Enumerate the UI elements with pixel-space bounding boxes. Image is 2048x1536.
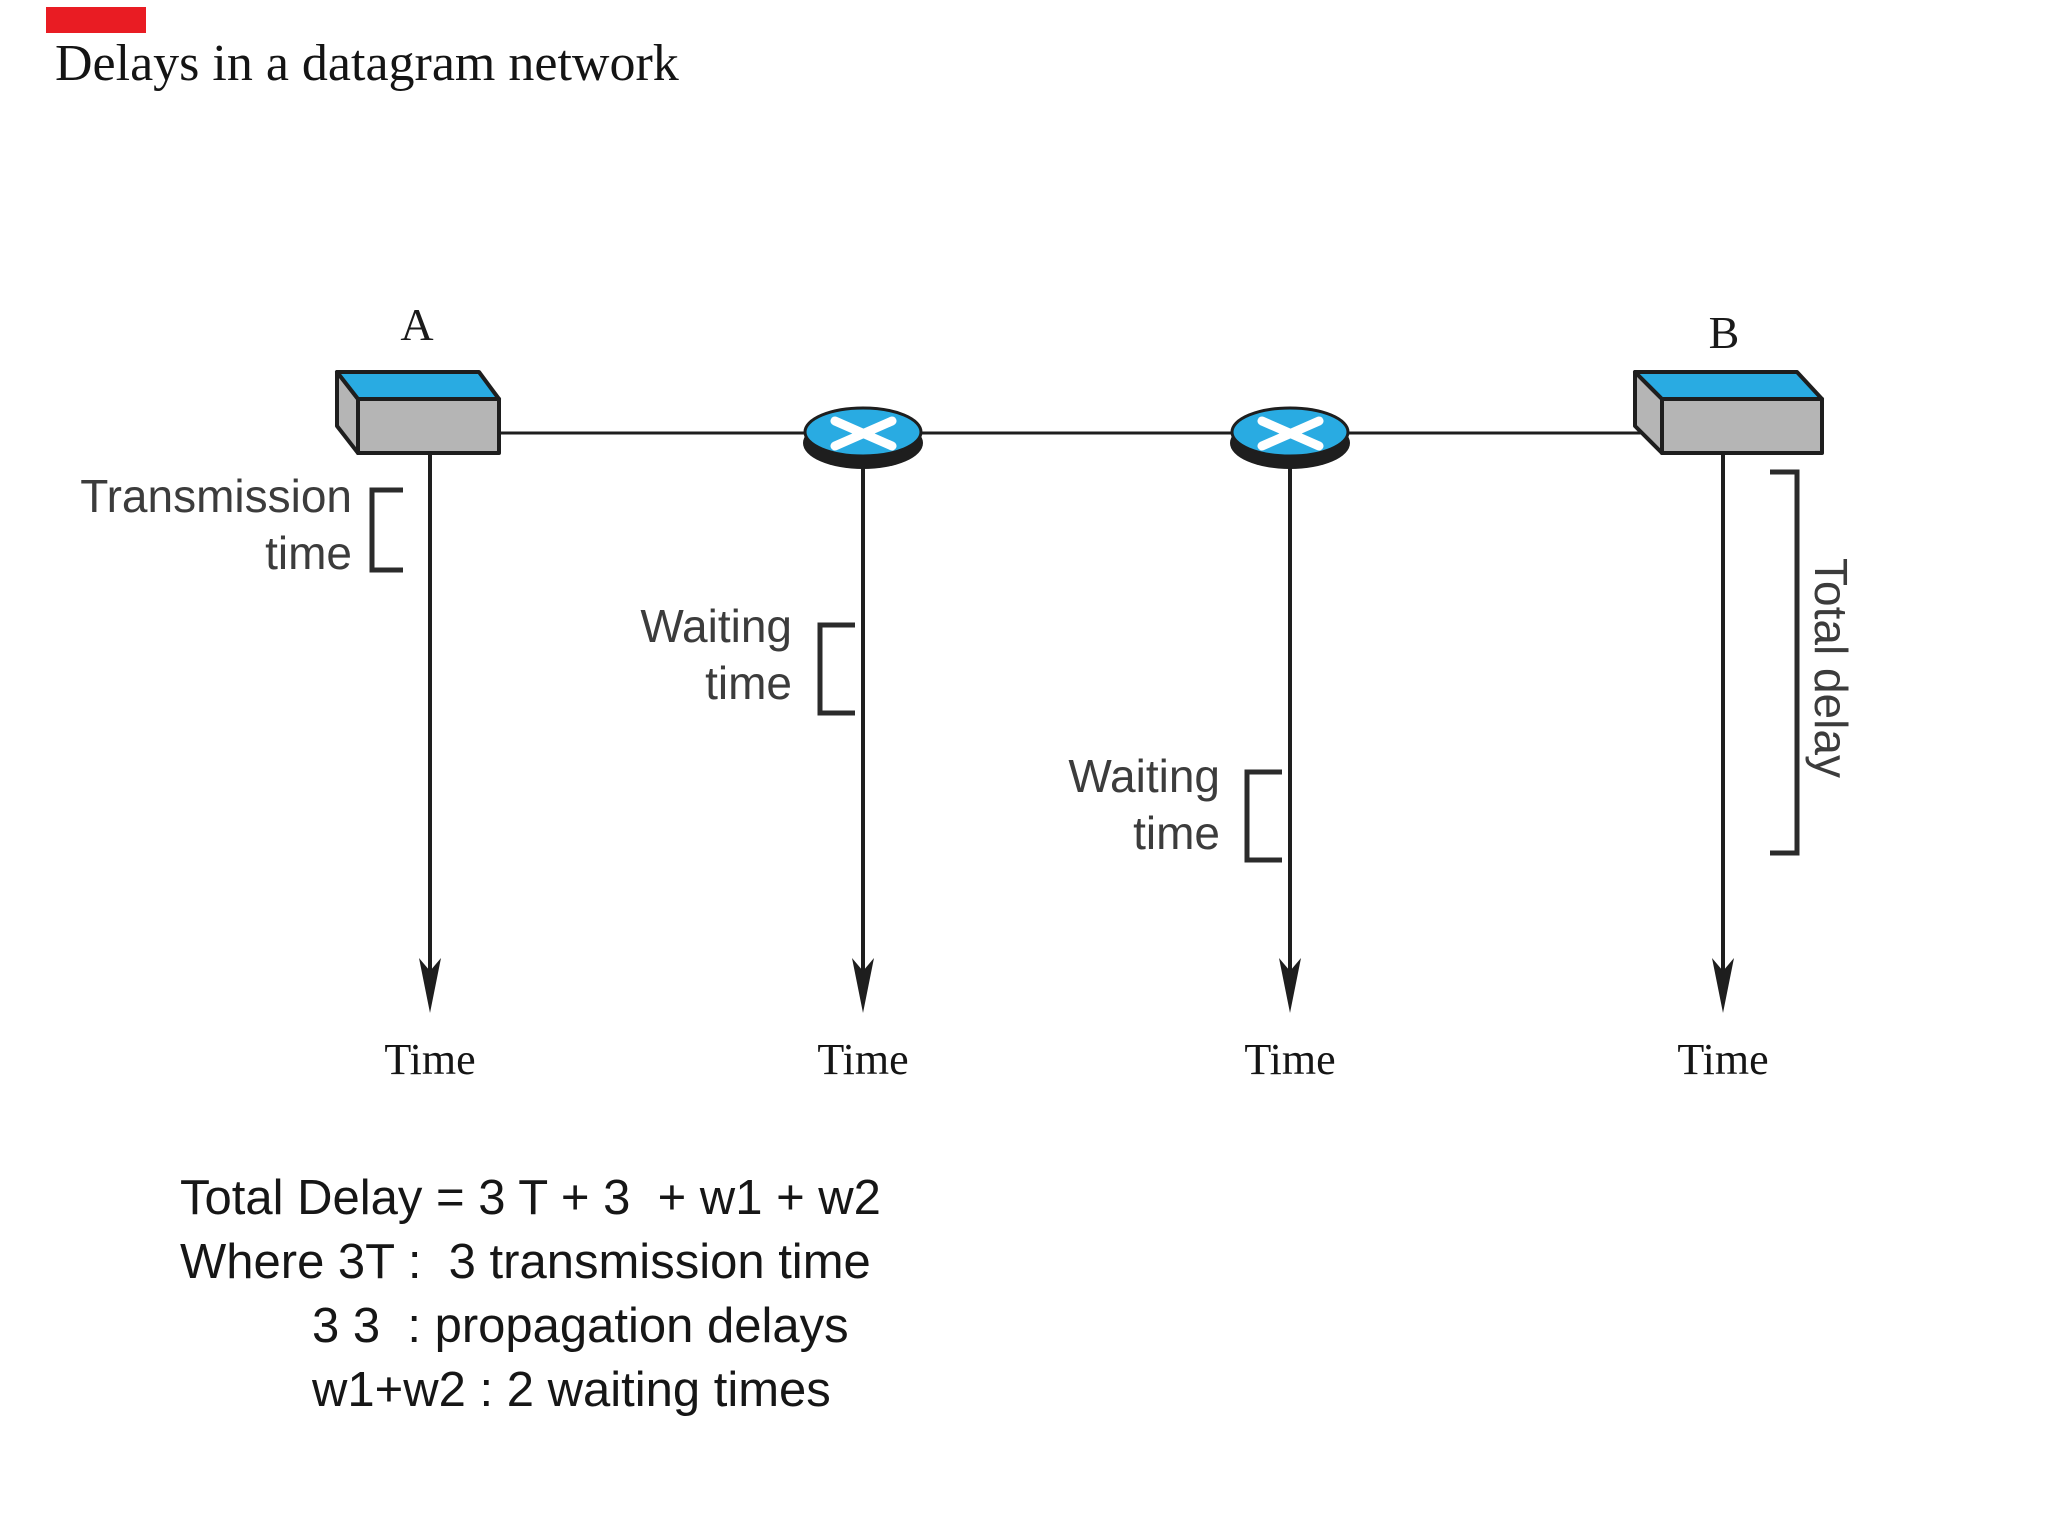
- time-arrowhead-router1: [852, 958, 874, 1013]
- waiting-time-2-line1: Waiting: [1068, 750, 1220, 802]
- host-b-front-face: [1660, 397, 1824, 455]
- formula-total-delay: Total Delay = 3 T + 3 + w1 + w2: [180, 1171, 881, 1225]
- transmission-bracket: [369, 487, 403, 573]
- transmission-time-line1: Transmission: [80, 470, 352, 522]
- waiting-time-1-line2: time: [705, 657, 792, 709]
- waiting-time-2-line2: time: [1133, 807, 1220, 859]
- host-b-box: [1633, 370, 1824, 455]
- time-arrowhead-a: [419, 958, 441, 1013]
- waiting2-bracket: [1244, 769, 1282, 863]
- host-b-label: B: [1708, 307, 1740, 358]
- time-axis-label-a: Time: [384, 1035, 476, 1084]
- total-delay-label: Total delay: [1805, 558, 1857, 778]
- router-1: [803, 406, 923, 469]
- total-delay-bracket: [1770, 469, 1800, 856]
- waiting1-bracket: [817, 622, 855, 716]
- host-a-label: A: [400, 299, 434, 350]
- waiting-time-1-line1: Waiting: [640, 600, 792, 652]
- time-arrows: [419, 455, 1734, 1013]
- host-a-top-face: [335, 370, 501, 401]
- time-axis-label-router1: Time: [817, 1035, 909, 1084]
- transmission-time-label: Transmission time: [40, 468, 352, 582]
- formula-propagation: 3 3 : propagation delays: [312, 1299, 849, 1353]
- router-2: [1230, 406, 1350, 469]
- formula-where-3t: Where 3T : 3 transmission time: [180, 1235, 871, 1289]
- formula-block: Total Delay = 3 T + 3 + w1 + w2 Where 3T…: [180, 1166, 881, 1422]
- time-axis-label-router2: Time: [1244, 1035, 1336, 1084]
- host-b-top-face: [1633, 370, 1824, 401]
- red-marker-rectangle: [46, 7, 146, 33]
- router-2-x-icon: [1257, 416, 1324, 451]
- host-a-box: [335, 370, 501, 455]
- waiting-time-2-label: Waiting time: [918, 748, 1220, 862]
- time-arrowhead-router2: [1279, 958, 1301, 1013]
- time-arrowhead-b: [1712, 958, 1734, 1013]
- measure-brackets: [369, 469, 1800, 863]
- waiting-time-1-label: Waiting time: [490, 598, 792, 712]
- time-axis-label-b: Time: [1677, 1035, 1769, 1084]
- host-a-front-face: [356, 397, 501, 455]
- transmission-time-line2: time: [265, 527, 352, 579]
- router-1-x-icon: [830, 416, 897, 451]
- formula-waiting: w1+w2 : 2 waiting times: [312, 1363, 831, 1417]
- page-title: Delays in a datagram network: [55, 35, 679, 92]
